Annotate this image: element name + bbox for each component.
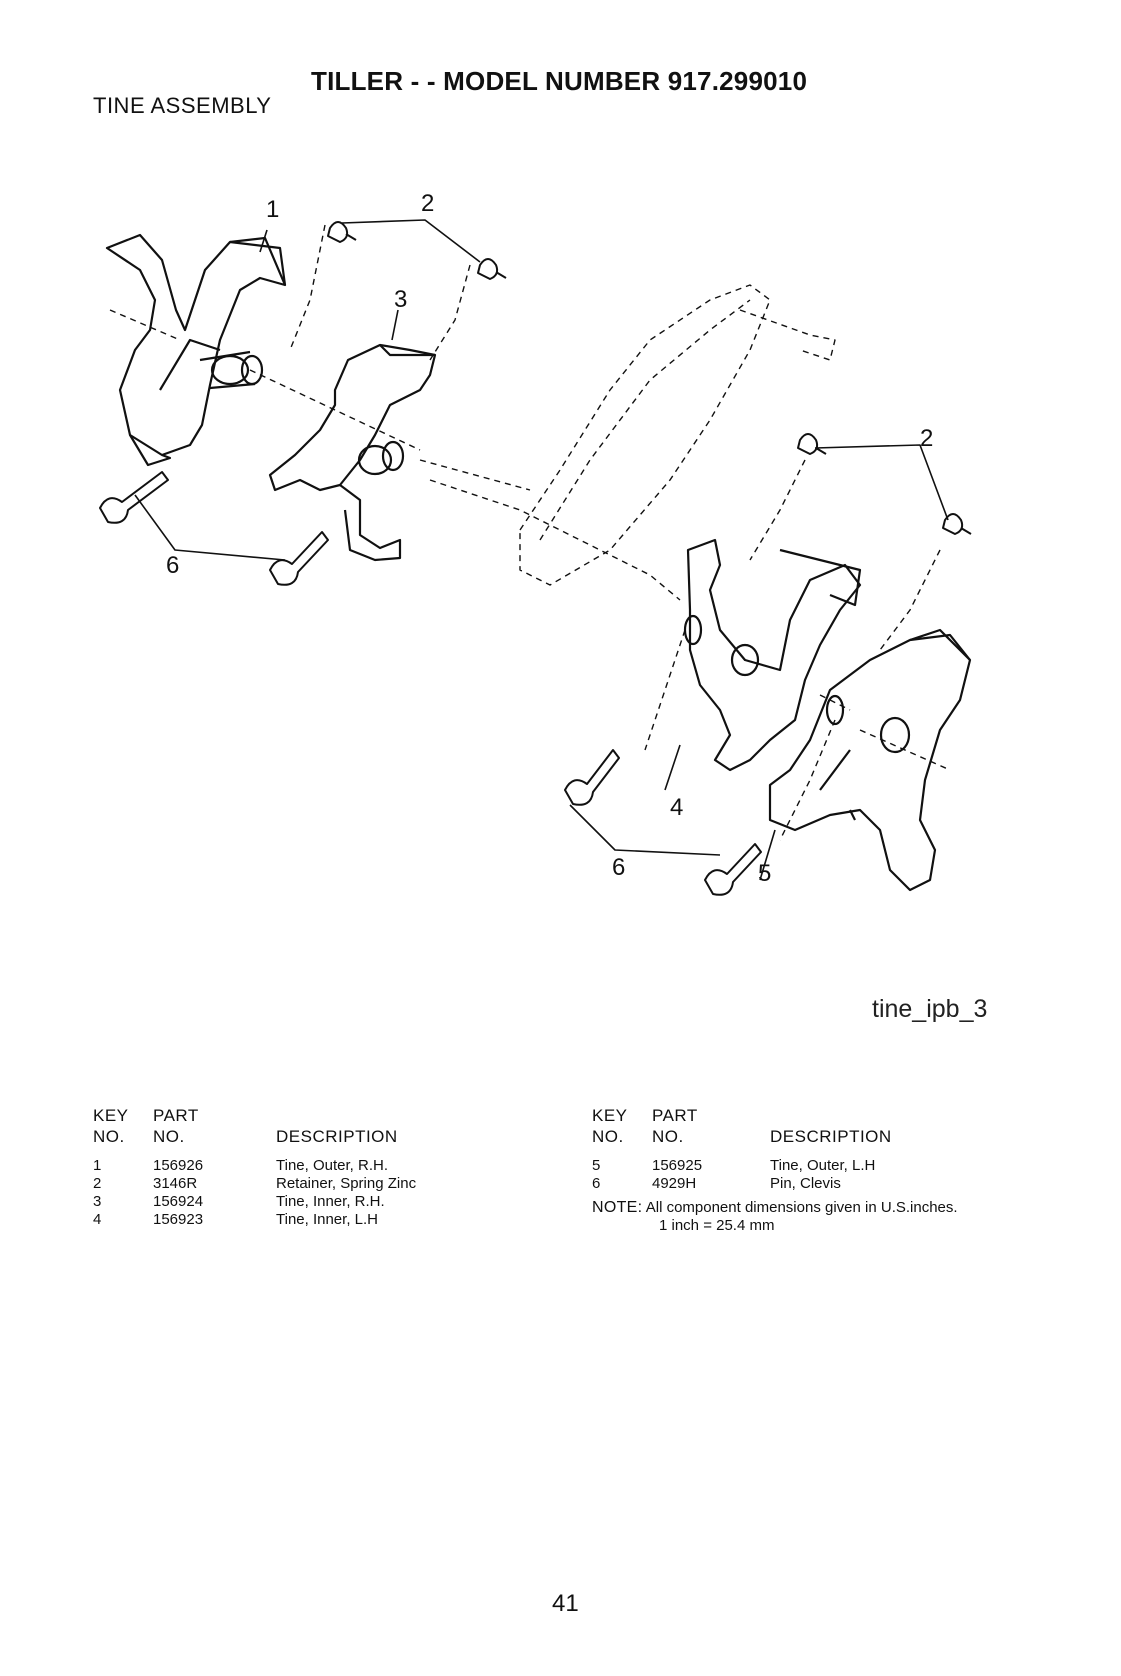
clevis-pins-drawing: [99, 471, 762, 896]
header-part-2: NO.: [153, 1127, 185, 1146]
exploded-parts-diagram: 1 2 3 2 6 4 6 5: [90, 190, 1040, 980]
retainer-clips-drawing: [327, 221, 972, 535]
table-row: 4 156923 Tine, Inner, L.H: [93, 1211, 513, 1229]
dimension-note: NOTE: All component dimensions given in …: [592, 1199, 1072, 1235]
part-description: Tine, Inner, R.H.: [276, 1193, 385, 1210]
parts-list-right: KEY PART NO. NO. DESCRIPTION 5 156925 Ti…: [592, 1105, 1072, 1235]
note-line-2: 1 inch = 25.4 mm: [659, 1217, 775, 1234]
tine-outer-lh-drawing: [768, 628, 972, 892]
table-row: 6 4929H Pin, Clevis: [592, 1175, 1072, 1193]
page-number: 41: [552, 1590, 579, 1617]
part-no: 4929H: [652, 1175, 697, 1192]
figure-id: tine_ipb_3: [872, 995, 988, 1023]
leader-lines: [134, 219, 949, 881]
part-description: Tine, Inner, L.H: [276, 1211, 378, 1228]
part-description: Retainer, Spring Zinc: [276, 1175, 417, 1192]
header-key-2: NO.: [592, 1127, 624, 1146]
key-no: 2: [93, 1175, 102, 1192]
part-no: 156924: [153, 1193, 204, 1210]
header-part-1: PART: [153, 1106, 199, 1125]
callout-6-left: 6: [166, 552, 180, 579]
tiller-axle-housing-drawing: [109, 224, 951, 841]
part-no: 156926: [153, 1157, 204, 1174]
table-row: 2 3146R Retainer, Spring Zinc: [93, 1175, 513, 1193]
key-no: 1: [93, 1157, 102, 1174]
callout-5: 5: [758, 860, 772, 887]
section-title: TINE ASSEMBLY: [93, 93, 272, 118]
callout-2-right: 2: [920, 425, 934, 452]
callout-4: 4: [670, 794, 684, 821]
callout-6-right: 6: [612, 854, 626, 881]
table-row: 1 156926 Tine, Outer, R.H.: [93, 1157, 513, 1175]
tine-inner-rh-drawing: [268, 343, 437, 562]
header-key-1: KEY: [93, 1106, 129, 1125]
header-part-1: PART: [652, 1106, 698, 1125]
note-line-1: All component dimensions given in U.S.in…: [645, 1199, 958, 1216]
part-no: 156925: [652, 1157, 703, 1174]
table-row: 5 156925 Tine, Outer, L.H: [592, 1157, 1072, 1175]
header-description: DESCRIPTION: [276, 1127, 398, 1146]
diagram-drawing: [99, 219, 972, 896]
tine-inner-lh-drawing: [683, 538, 862, 772]
parts-list-left: KEY PART NO. NO. DESCRIPTION 1 156926 Ti…: [93, 1105, 513, 1229]
key-no: 6: [592, 1175, 601, 1192]
part-no: 3146R: [153, 1175, 198, 1192]
key-no: 5: [592, 1157, 601, 1174]
header-part-2: NO.: [652, 1127, 684, 1146]
header-description: DESCRIPTION: [770, 1127, 892, 1146]
table-row: 3 156924 Tine, Inner, R.H.: [93, 1193, 513, 1211]
tine-outer-rh-drawing: [105, 233, 287, 467]
part-description: Tine, Outer, R.H.: [276, 1157, 388, 1174]
header-key-2: NO.: [93, 1127, 125, 1146]
callout-2-left: 2: [421, 190, 435, 217]
part-no: 156923: [153, 1211, 204, 1228]
header-key-1: KEY: [592, 1106, 628, 1125]
key-no: 3: [93, 1193, 102, 1210]
part-description: Tine, Outer, L.H: [770, 1157, 876, 1174]
page-title: TILLER - - MODEL NUMBER 917.299010: [311, 66, 808, 96]
part-description: Pin, Clevis: [770, 1175, 841, 1192]
callout-1: 1: [266, 196, 280, 223]
key-no: 4: [93, 1211, 102, 1228]
note-label: NOTE:: [592, 1199, 643, 1216]
callout-3: 3: [394, 286, 408, 313]
